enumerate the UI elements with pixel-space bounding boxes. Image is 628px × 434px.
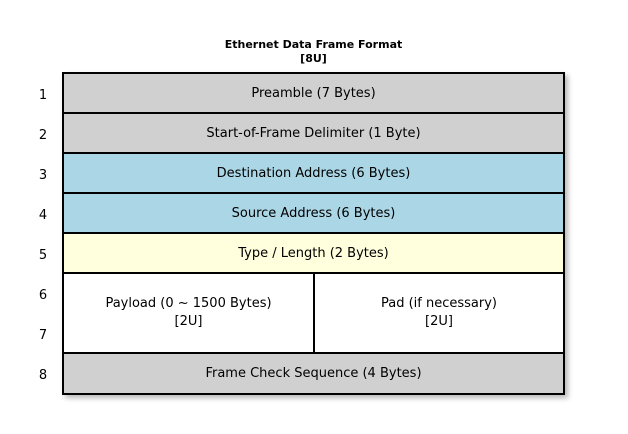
diagram-title-block: Ethernet Data Frame Format [8U] [62,38,565,65]
row-number-7: 7 [38,328,48,343]
frame-field-source-address: Source Address (6 Bytes) [64,194,563,234]
frame-field-destination-address-label: Destination Address (6 Bytes) [216,165,411,181]
row-number-3: 3 [38,168,48,183]
row-number-4: 4 [38,208,48,223]
ethernet-frame-table: Preamble (7 Bytes) Start-of-Frame Delimi… [62,72,565,395]
row-number-8: 8 [38,368,48,383]
frame-field-type-length-label: Type / Length (2 Bytes) [238,245,389,261]
row-number-1: 1 [38,88,48,103]
frame-field-sfd: Start-of-Frame Delimiter (1 Byte) [64,114,563,154]
frame-field-payload-row: Payload (0 ~ 1500 Bytes) [2U] Pad (if ne… [64,274,563,354]
row-number-5: 5 [38,248,48,263]
row-number-gutter: 1 2 3 4 5 6 7 8 [30,72,56,395]
frame-field-frame-check-sequence: Frame Check Sequence (4 Bytes) [64,354,563,393]
frame-field-pad-sublabel: [2U] [425,314,453,329]
row-number-2: 2 [38,128,48,143]
frame-field-payload-sublabel: [2U] [174,314,203,329]
frame-field-frame-check-sequence-label: Frame Check Sequence (4 Bytes) [205,366,422,381]
frame-field-preamble: Preamble (7 Bytes) [64,74,563,114]
frame-field-payload: Payload (0 ~ 1500 Bytes) [2U] [64,274,315,352]
frame-field-type-length: Type / Length (2 Bytes) [64,234,563,274]
page-title: Ethernet Data Frame Format [224,38,403,51]
frame-field-payload-label: Payload (0 ~ 1500 Bytes) [105,296,272,311]
frame-field-destination-address: Destination Address (6 Bytes) [64,154,563,194]
frame-field-pad: Pad (if necessary) [2U] [315,274,563,352]
frame-field-preamble-label: Preamble (7 Bytes) [251,85,376,101]
frame-field-sfd-label: Start-of-Frame Delimiter (1 Byte) [206,125,421,141]
row-number-6: 6 [38,288,48,303]
frame-field-source-address-label: Source Address (6 Bytes) [231,205,396,221]
diagram-subtitle: [8U] [300,52,327,65]
frame-field-pad-label: Pad (if necessary) [380,296,497,311]
